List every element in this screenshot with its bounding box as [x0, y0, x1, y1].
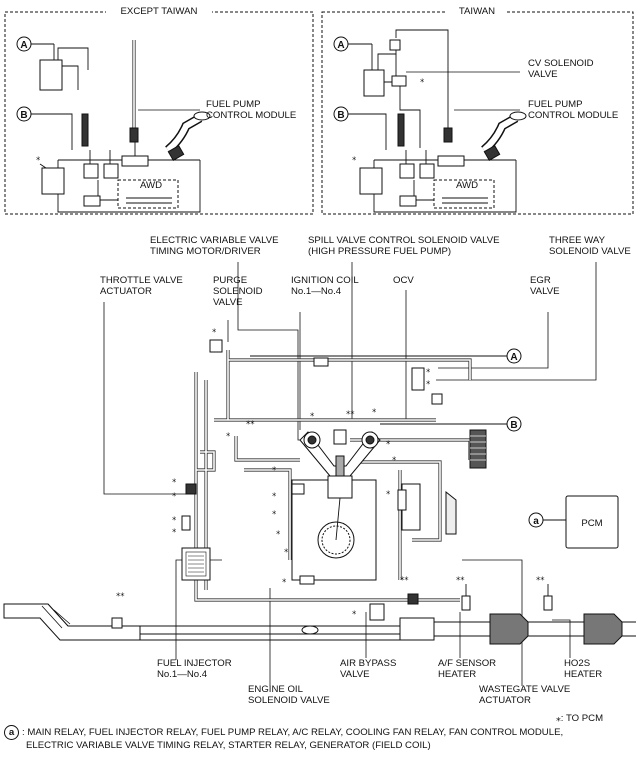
svg-text:⁎: ⁎ — [276, 526, 281, 536]
panel-except-taiwan: EXCEPT TAIWAN A B ⁎ AWD — [4, 4, 314, 215]
to-pcm-note: ⁎: TO PCM — [556, 713, 604, 724]
legend-line-2: ELECTRIC VARIABLE VALVE TIMING RELAY, ST… — [26, 740, 431, 751]
svg-text:⁎: ⁎ — [386, 436, 391, 446]
canister — [39, 59, 63, 91]
svg-text:⁎: ⁎ — [426, 364, 431, 374]
fuel-injector — [291, 483, 305, 495]
svg-text:⁎: ⁎ — [272, 462, 277, 472]
svg-text:⁎: ⁎ — [172, 474, 177, 484]
engine-oil-solenoid-valve — [299, 575, 315, 585]
svg-text:⁎: ⁎ — [282, 574, 287, 584]
marker-b-label: B — [20, 110, 27, 121]
engine-system: A B ⁎ ⁎ ⁎ ⁎ ⁎⁎ ⁎ — [3, 324, 636, 645]
svg-text:⁎: ⁎ — [420, 74, 425, 84]
panel-title-taiwan: TAIWAN — [459, 6, 495, 17]
awd-label-right: AWD — [456, 180, 478, 191]
svg-text:⁎: ⁎ — [36, 152, 41, 162]
svg-text:⁎⁎: ⁎⁎ — [246, 416, 255, 426]
footer-legend: a: MAIN RELAY, FUEL INJECTOR RELAY, FUEL… — [4, 725, 634, 752]
spill-valve — [333, 429, 347, 445]
spill-valve-label: SPILL VALVE CONTROL SOLENOID VALVE(HIGH … — [308, 235, 500, 257]
to-pcm-asterisks: ⁎ ⁎⁎ ⁎ ⁎ ⁎ ⁎⁎ ⁎ ⁎ ⁎ ⁎ ⁎ ⁎ ⁎ ⁎ ⁎ ⁎ ⁎ ⁎ ⁎⁎… — [116, 404, 545, 616]
svg-text:⁎⁎: ⁎⁎ — [400, 572, 409, 582]
svg-text:⁎: ⁎ — [352, 606, 357, 616]
svg-text:⁎: ⁎ — [372, 404, 377, 414]
ho2s — [543, 595, 553, 611]
svg-text:⁎: ⁎ — [284, 544, 289, 554]
svg-text:⁎: ⁎ — [386, 486, 391, 496]
legend-line-1: : MAIN RELAY, FUEL INJECTOR RELAY, FUEL … — [22, 727, 564, 738]
charge-air-filter — [469, 429, 487, 469]
cv-solenoid-valve — [391, 75, 407, 87]
svg-text:⁎: ⁎ — [172, 512, 177, 522]
svg-text:⁎: ⁎ — [272, 506, 277, 516]
svg-text:B: B — [337, 110, 344, 121]
throttle-valve-actuator — [185, 483, 197, 495]
piston — [327, 475, 353, 499]
wastegate-valve-actuator — [445, 490, 457, 535]
svg-text:a: a — [533, 516, 539, 527]
catalytic-converter-1 — [489, 613, 529, 645]
marker-a-label: A — [20, 40, 27, 51]
svg-text:⁎: ⁎ — [392, 452, 397, 462]
svg-text:⁎⁎: ⁎⁎ — [536, 572, 545, 582]
pcm-box — [565, 495, 619, 549]
svg-text:B: B — [510, 420, 517, 431]
panel-title-except-taiwan: EXCEPT TAIWAN — [121, 6, 198, 17]
svg-text:⁎: ⁎ — [212, 324, 217, 334]
svg-text:⁎⁎: ⁎⁎ — [346, 406, 355, 416]
egr-valve — [411, 367, 425, 391]
af-sensor — [461, 595, 471, 611]
svg-text:⁎: ⁎ — [272, 488, 277, 498]
svg-text:⁎⁎: ⁎⁎ — [456, 572, 465, 582]
pcm-label: PCM — [581, 518, 602, 529]
svg-text:A: A — [337, 40, 344, 51]
leader-lines — [103, 262, 597, 686]
svg-text:⁎: ⁎ — [172, 524, 177, 534]
three-way-solenoid-valve — [431, 393, 443, 405]
ocv-label: OCV — [393, 275, 414, 286]
svg-text:⁎: ⁎ — [426, 376, 431, 386]
catalytic-converter-2 — [583, 613, 623, 645]
svg-text:⁎: ⁎ — [172, 488, 177, 498]
svg-text:⁎⁎: ⁎⁎ — [116, 588, 125, 598]
awd-label-left: AWD — [140, 180, 162, 191]
turbine-housing — [399, 617, 435, 641]
svg-text:⁎: ⁎ — [310, 408, 315, 418]
svg-text:⁎: ⁎ — [352, 152, 357, 162]
purge-solenoid-valve — [209, 339, 223, 353]
svg-text:⁎: ⁎ — [226, 428, 231, 438]
legend-badge-a: a — [4, 725, 19, 740]
air-bypass-valve — [369, 603, 385, 621]
svg-text:A: A — [510, 352, 517, 363]
spark-plug — [335, 455, 345, 477]
